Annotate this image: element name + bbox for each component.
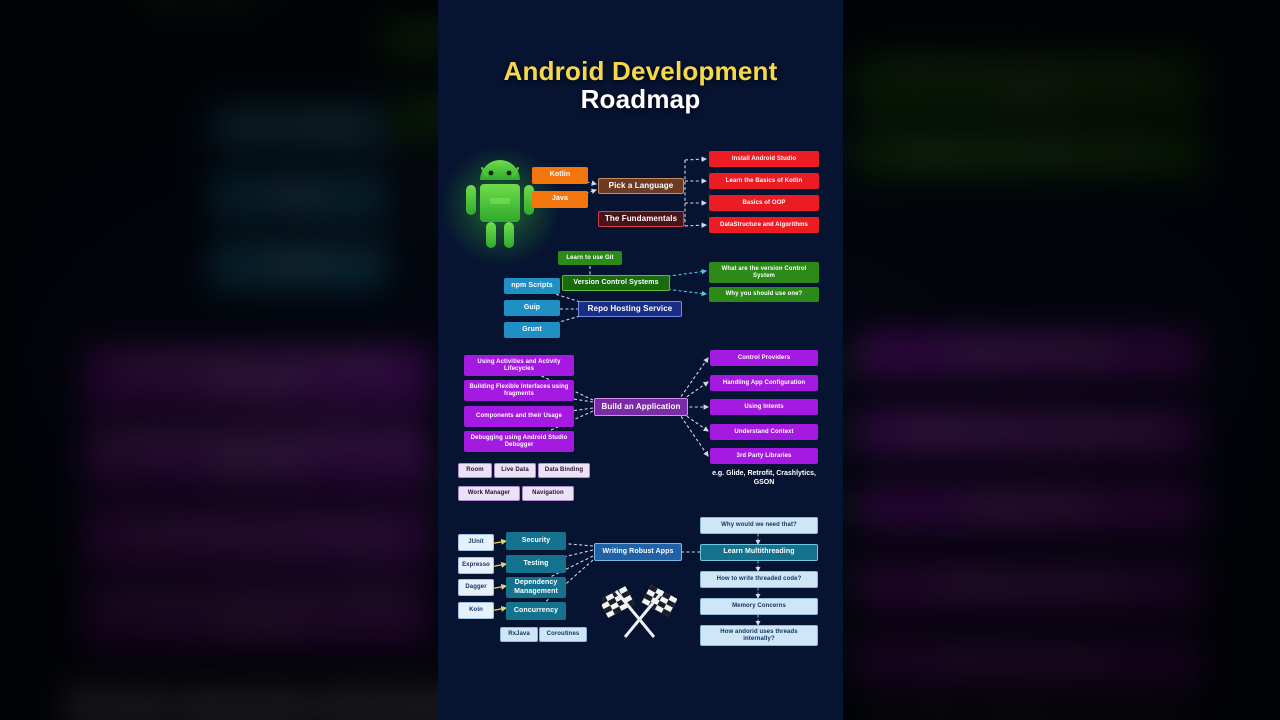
robust-topic-testing[interactable]: Testing: [506, 555, 566, 573]
fundamental-learn-kotlin-basics[interactable]: Learn the Basics of Kotlin: [709, 173, 819, 189]
build-right-handling-app-configuration[interactable]: Handling App Configuration: [710, 375, 818, 391]
vc-question-why-use-one[interactable]: Why you should use one?: [709, 287, 819, 302]
fundamental-datastructure-algorithms[interactable]: DataStructure and Algorithms: [709, 217, 819, 233]
page-title: Android Development Roadmap: [438, 56, 843, 114]
hub-pick-a-language[interactable]: Pick a Language: [598, 178, 684, 194]
threading-how-to-write-threaded-code[interactable]: How to write threaded code?: [700, 571, 818, 588]
build-chip-work-manager[interactable]: Work Manager: [458, 486, 520, 501]
threading-why-need-that[interactable]: Why would we need that?: [700, 517, 818, 534]
checkered-flags-icon: [598, 583, 678, 641]
robust-tool-dagger[interactable]: Dagger: [458, 579, 494, 596]
android-robot-icon: [442, 142, 560, 270]
hub-build-an-application[interactable]: Build an Application: [594, 398, 688, 416]
fundamental-install-android-studio[interactable]: Install Android Studio: [709, 151, 819, 167]
vc-tool-guip[interactable]: Guip: [504, 300, 560, 316]
build-topic-components-usage[interactable]: Components and their Usage: [464, 406, 574, 427]
roadmap-panel: Android Development Roadmap: [438, 0, 843, 720]
robust-extra-coroutines[interactable]: Coroutines: [539, 627, 587, 642]
title-line-1: Android Development: [503, 56, 778, 86]
build-chip-room[interactable]: Room: [458, 463, 492, 478]
language-option-java[interactable]: Java: [532, 191, 588, 208]
threading-memory-concerns[interactable]: Memory Concerns: [700, 598, 818, 615]
language-option-kotlin[interactable]: Kotlin: [532, 167, 588, 184]
robust-tool-koin[interactable]: Koin: [458, 602, 494, 619]
vc-tool-npm-scripts[interactable]: npm Scripts: [504, 278, 560, 294]
build-right-understand-context[interactable]: Understand Context: [710, 424, 818, 440]
third-party-libraries-note: e.g. Glide, Retrofit, Crashlytics, GSON: [712, 470, 816, 486]
fundamental-basics-of-oop[interactable]: Basics of OOP: [709, 195, 819, 211]
title-line-2: Roadmap: [580, 83, 701, 114]
threading-how-android-uses-threads[interactable]: How andorid uses threads internally?: [700, 625, 818, 646]
build-right-control-providers[interactable]: Control Providers: [710, 350, 818, 366]
build-topic-debugging[interactable]: Debugging using Android Studio Debugger: [464, 431, 574, 452]
vc-tool-grunt[interactable]: Grunt: [504, 322, 560, 338]
build-right-using-intents[interactable]: Using Intents: [710, 399, 818, 415]
learn-to-use-git[interactable]: Learn to use Git: [558, 251, 622, 265]
hub-repo-hosting-service[interactable]: Repo Hosting Service: [578, 301, 682, 317]
build-right-3rd-party-libraries[interactable]: 3rd Party Libraries: [710, 448, 818, 464]
hub-version-control-systems[interactable]: Version Control Systems: [562, 275, 670, 291]
robust-tool-expresso[interactable]: Expresso: [458, 557, 494, 574]
robust-tool-junit[interactable]: JUnit: [458, 534, 494, 551]
build-topic-flexible-interfaces[interactable]: Building Flexible Interfaces using fragm…: [464, 380, 574, 401]
robust-extra-rxjava[interactable]: RxJava: [500, 627, 538, 642]
threading-learn-multithreading[interactable]: Learn Multithreading: [700, 544, 818, 561]
build-chip-data-binding[interactable]: Data Binding: [538, 463, 590, 478]
build-chip-live-data[interactable]: Live Data: [494, 463, 536, 478]
robust-topic-dependency-management[interactable]: Dependency Management: [506, 577, 566, 598]
build-topic-activities-lifecycles[interactable]: Using Activities and Activity Lifecycles: [464, 355, 574, 376]
robust-topic-security[interactable]: Security: [506, 532, 566, 550]
hub-the-fundamentals[interactable]: The Fundamentals: [598, 211, 684, 227]
hub-writing-robust-apps[interactable]: Writing Robust Apps: [594, 543, 682, 561]
robust-topic-concurrency[interactable]: Concurrency: [506, 602, 566, 620]
vc-question-what-is-vcs[interactable]: What are the version Control System: [709, 262, 819, 283]
build-chip-navigation[interactable]: Navigation: [522, 486, 574, 501]
